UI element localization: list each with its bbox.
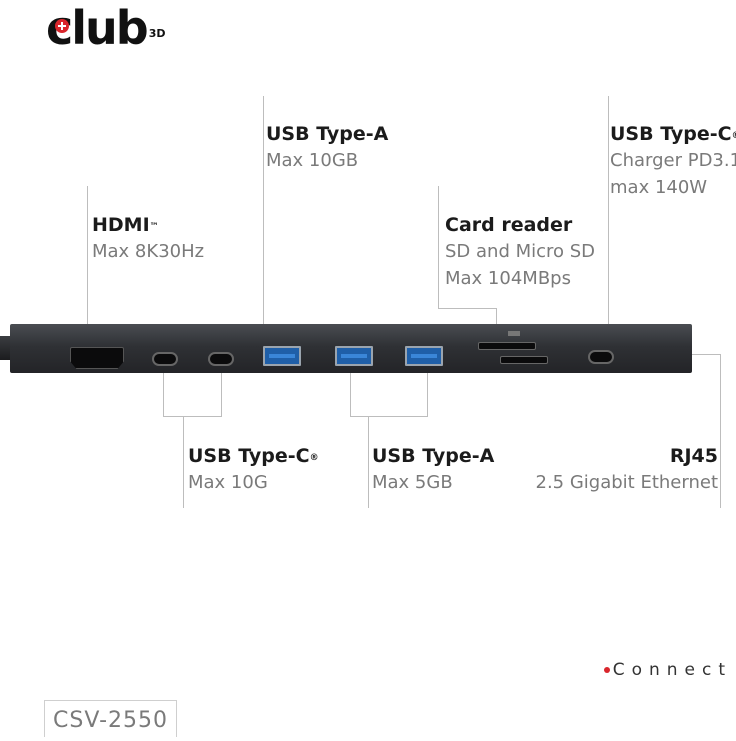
usb-a-bottom-hline xyxy=(350,416,428,417)
logo-c-plus-icon: c xyxy=(46,2,73,54)
usb-c-bottom-hline xyxy=(163,416,222,417)
hdmi-label: HDMI™ Max 8K30Hz xyxy=(92,212,204,265)
usb-c-bottom-title: USB Type-C xyxy=(188,445,310,467)
card-reader-sub-1: SD and Micro SD xyxy=(445,241,596,262)
usb-c-pd-mark: ® xyxy=(732,131,736,141)
rj45-hline xyxy=(692,354,720,355)
usb-c-bottom-label: USB Type-C® Max 10G xyxy=(188,443,319,496)
usb-a-bottom-line-2 xyxy=(427,366,428,416)
usb-c-port-1 xyxy=(152,352,178,366)
rj45-label: RJ45 2.5 Gigabit Ethernet xyxy=(536,443,719,496)
club3d-logo: cclublub3D xyxy=(46,2,166,54)
usb-a-top-label: USB Type-A Max 10GB xyxy=(266,121,388,174)
usb-a-top-leader-line xyxy=(263,96,264,354)
hdmi-title: HDMI xyxy=(92,214,150,236)
connect-text: Connect xyxy=(612,660,732,680)
card-reader-sub-2: Max 104MBps xyxy=(445,268,571,289)
usb-c-pd-title: USB Type-C xyxy=(610,123,732,145)
usb-c-port-2 xyxy=(208,352,234,366)
micro-sd-card-slot xyxy=(500,356,548,364)
sd-card-slot xyxy=(478,342,536,350)
connect-dot-icon xyxy=(603,667,610,673)
hdmi-leader-line xyxy=(87,186,88,346)
usb-a-port-3 xyxy=(405,346,443,366)
usb-a-bottom-label: USB Type-A Max 5GB xyxy=(372,443,494,496)
hdmi-sub: Max 8K30Hz xyxy=(92,241,205,262)
usb-c-pd-leader-line xyxy=(608,96,609,344)
usb-a-port-1 xyxy=(263,346,301,366)
usb-c-bottom-line-1 xyxy=(163,366,164,416)
usb-a-bottom-line-1 xyxy=(350,366,351,416)
usb-c-pd-sub-1: Charger PD3.1 xyxy=(610,150,736,171)
usb-c-bottom-line-2 xyxy=(221,366,222,416)
usb-a-bottom-sub: Max 5GB xyxy=(372,472,453,493)
rj45-title: RJ45 xyxy=(669,445,718,467)
connect-logo: Connect xyxy=(603,660,732,680)
rj45-sub: 2.5 Gigabit Ethernet xyxy=(535,472,719,493)
usb-c-bottom-mark: ® xyxy=(309,453,319,463)
usb-a-bottom-stem xyxy=(368,416,369,508)
usb-c-pd-label: USB Type-C® Charger PD3.1 max 140W xyxy=(610,121,736,201)
usb-c-bottom-sub: Max 10G xyxy=(188,472,268,493)
card-reader-label: Card reader SD and Micro SD Max 104MBps xyxy=(445,212,595,292)
card-reader-title: Card reader xyxy=(445,214,573,236)
hdmi-mark: ™ xyxy=(149,222,159,232)
usb-a-top-title: USB Type-A xyxy=(266,123,389,145)
usb-a-top-sub: Max 10GB xyxy=(266,150,359,171)
usb-a-port-2 xyxy=(335,346,373,366)
usb-c-pd-sub-2: max 140W xyxy=(610,177,708,198)
rj45-stem xyxy=(720,354,721,508)
card-icon xyxy=(508,331,520,336)
card-reader-leader-line-2 xyxy=(438,308,496,309)
usb-a-bottom-title: USB Type-A xyxy=(372,445,495,467)
logo-super: 3D xyxy=(148,27,166,40)
hdmi-port xyxy=(70,347,124,369)
card-reader-leader-line-1 xyxy=(438,186,439,308)
usb-c-pd-port xyxy=(588,350,614,364)
usb-c-bottom-stem xyxy=(183,416,184,508)
model-number: CSV-2550 xyxy=(44,700,178,737)
